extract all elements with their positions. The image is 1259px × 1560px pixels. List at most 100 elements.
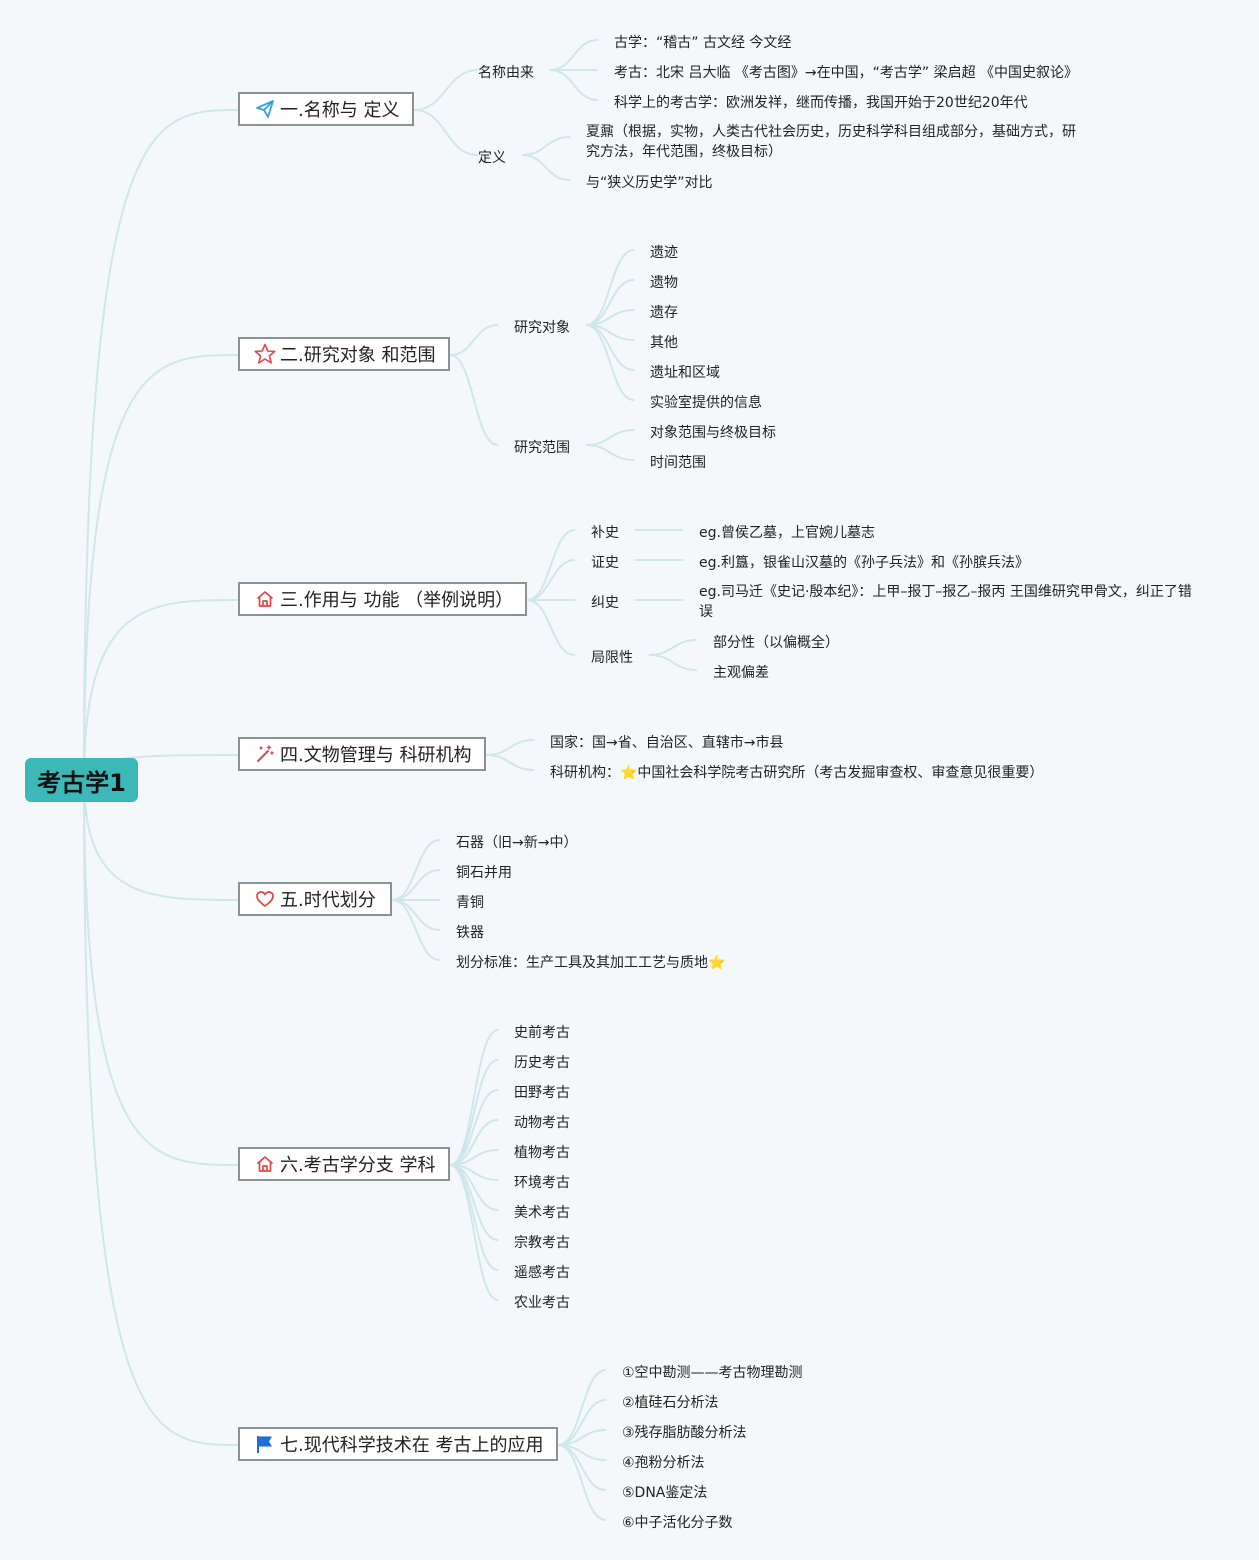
branch-2-research-object-scope[interactable]: 二.研究对象 和范围	[238, 337, 450, 371]
leaf[interactable]: 对象范围与终极目标	[650, 425, 776, 441]
home-icon	[254, 1153, 276, 1175]
leaf[interactable]: 铜石并用	[456, 865, 512, 881]
node-name-origin[interactable]: 名称由来	[478, 65, 534, 81]
leaf[interactable]: ⑥中子活化分子数	[622, 1515, 733, 1531]
paper-plane-icon	[254, 98, 276, 120]
star-icon	[254, 343, 276, 365]
root-connector	[83, 109, 239, 781]
connector	[549, 39, 599, 71]
leaf[interactable]: 夏鼐（根据，实物，人类古代社会历史，历史科学科目组成部分，基础方式，研究方法，年…	[586, 124, 1076, 160]
leaf[interactable]: ③残存脂肪酸分析法	[622, 1425, 747, 1441]
connector	[557, 1444, 607, 1521]
leaf[interactable]: ⑤DNA鉴定法	[622, 1485, 708, 1501]
leaf[interactable]: 古学：“稽古” 古文经 今文经	[614, 35, 792, 51]
leaf[interactable]: 实验室提供的信息	[650, 395, 762, 411]
node-limitation[interactable]: 局限性	[591, 650, 633, 666]
root-node[interactable]: 考古学1	[25, 758, 138, 802]
connector	[391, 839, 441, 901]
leaf[interactable]: 划分标准：生产工具及其加工工艺与质地⭐	[456, 955, 726, 971]
leaf[interactable]: 遗址和区域	[650, 365, 720, 381]
node-definition[interactable]: 定义	[478, 150, 506, 166]
branch-6-sub-disciplines[interactable]: 六.考古学分支 学科	[238, 1147, 450, 1181]
leaf[interactable]: 农业考古	[514, 1295, 570, 1311]
connector	[526, 529, 576, 601]
magic-wand-icon	[254, 743, 276, 765]
node-research-object[interactable]: 研究对象	[514, 320, 570, 336]
node-correct-history[interactable]: 纠史	[591, 595, 619, 611]
leaf[interactable]: 宗教考古	[514, 1235, 570, 1251]
branch-3-role-function[interactable]: 三.作用与 功能 （举例说明）	[238, 582, 527, 616]
leaf[interactable]: 环境考古	[514, 1175, 570, 1191]
leaf[interactable]: ②植硅石分析法	[622, 1395, 719, 1411]
connector	[648, 639, 698, 656]
branch-7-modern-technology[interactable]: 七.现代科学技术在 考古上的应用	[238, 1427, 558, 1461]
connector	[449, 324, 499, 356]
leaf[interactable]: 部分性（以偏概全）	[713, 635, 839, 651]
leaf[interactable]: eg.利簋，银雀山汉墓的《孙子兵法》和《孙膑兵法》	[699, 555, 1029, 571]
connector	[391, 899, 441, 961]
root-connector	[83, 779, 239, 901]
leaf[interactable]: 青铜	[456, 895, 484, 911]
root-connector	[83, 779, 239, 1166]
leaf[interactable]: 铁器	[456, 925, 484, 941]
connector	[485, 754, 535, 771]
connector	[557, 1369, 607, 1446]
leaf[interactable]: 科学上的考古学：欧洲发祥，继而传播，我国开始于20世纪20年代	[614, 95, 1028, 111]
leaf[interactable]: eg.司马迁《史记·殷本纪》：上甲–报丁–报乙–报丙 王国维研究甲骨文，纠正了错…	[699, 584, 1192, 620]
connector	[413, 69, 479, 111]
branch-1-name-definition[interactable]: 一.名称与 定义	[238, 92, 414, 126]
branch-label: 一.名称与 定义	[280, 100, 400, 121]
branch-label: 四.文物管理与 科研机构	[280, 745, 472, 766]
branch-label: 五.时代划分	[280, 890, 376, 911]
leaf[interactable]: 考古：北宋 吕大临 《考古图》→在中国，“考古学” 梁启超 《中国史叙论》	[614, 65, 1079, 81]
root-label: 考古学1	[37, 768, 126, 797]
node-verify-history[interactable]: 证史	[591, 555, 619, 571]
leaf[interactable]: 科研机构：⭐中国社会科学院考古研究所（考古发掘审查权、审查意见很重要）	[550, 765, 1044, 781]
leaf[interactable]: ①空中勘测——考古物理勘测	[622, 1365, 803, 1381]
branch-5-era-division[interactable]: 五.时代划分	[238, 882, 392, 916]
root-connector	[83, 599, 239, 781]
connector	[648, 654, 698, 671]
root-connector	[83, 779, 239, 1446]
connector	[449, 1089, 499, 1166]
leaf[interactable]: 遗迹	[650, 245, 678, 261]
connector	[391, 899, 441, 931]
leaf[interactable]: 其他	[650, 335, 678, 351]
leaf[interactable]: eg.曾侯乙墓，上官婉儿墓志	[699, 525, 875, 541]
connector	[449, 1059, 499, 1166]
leaf[interactable]: 与“狭义历史学”对比	[586, 175, 713, 191]
leaf[interactable]: ④孢粉分析法	[622, 1455, 705, 1471]
leaf[interactable]: 主观偏差	[713, 665, 769, 681]
connector	[449, 1029, 499, 1166]
node-supplement-history[interactable]: 补史	[591, 525, 619, 541]
leaf[interactable]: 植物考古	[514, 1145, 570, 1161]
leaf[interactable]: 美术考古	[514, 1205, 570, 1221]
leaf[interactable]: 石器（旧→新→中）	[456, 835, 578, 851]
flag-icon	[254, 1433, 276, 1455]
home-icon	[254, 588, 276, 610]
connector	[449, 1164, 499, 1301]
leaf[interactable]: 遗物	[650, 275, 678, 291]
connector	[413, 109, 479, 156]
connector	[521, 154, 571, 181]
leaf[interactable]: 时间范围	[650, 455, 706, 471]
leaf[interactable]: 遥感考古	[514, 1265, 570, 1281]
branch-4-relic-management[interactable]: 四.文物管理与 科研机构	[238, 737, 486, 771]
leaf[interactable]: 田野考古	[514, 1085, 570, 1101]
connector	[526, 559, 576, 601]
leaf[interactable]: 动物考古	[514, 1115, 570, 1131]
root-connector	[83, 354, 239, 781]
connector	[449, 354, 499, 446]
leaf[interactable]: 遗存	[650, 305, 678, 321]
leaf[interactable]: 历史考古	[514, 1055, 570, 1071]
connector	[585, 324, 635, 401]
branch-label: 六.考古学分支 学科	[280, 1155, 436, 1176]
leaf[interactable]: 史前考古	[514, 1025, 570, 1041]
connector	[549, 69, 599, 101]
connector	[526, 599, 576, 656]
connector	[449, 1164, 499, 1271]
node-research-scope[interactable]: 研究范围	[514, 440, 570, 456]
leaf[interactable]: 国家：国→省、自治区、直辖市→市县	[550, 735, 784, 751]
connector	[391, 869, 441, 901]
